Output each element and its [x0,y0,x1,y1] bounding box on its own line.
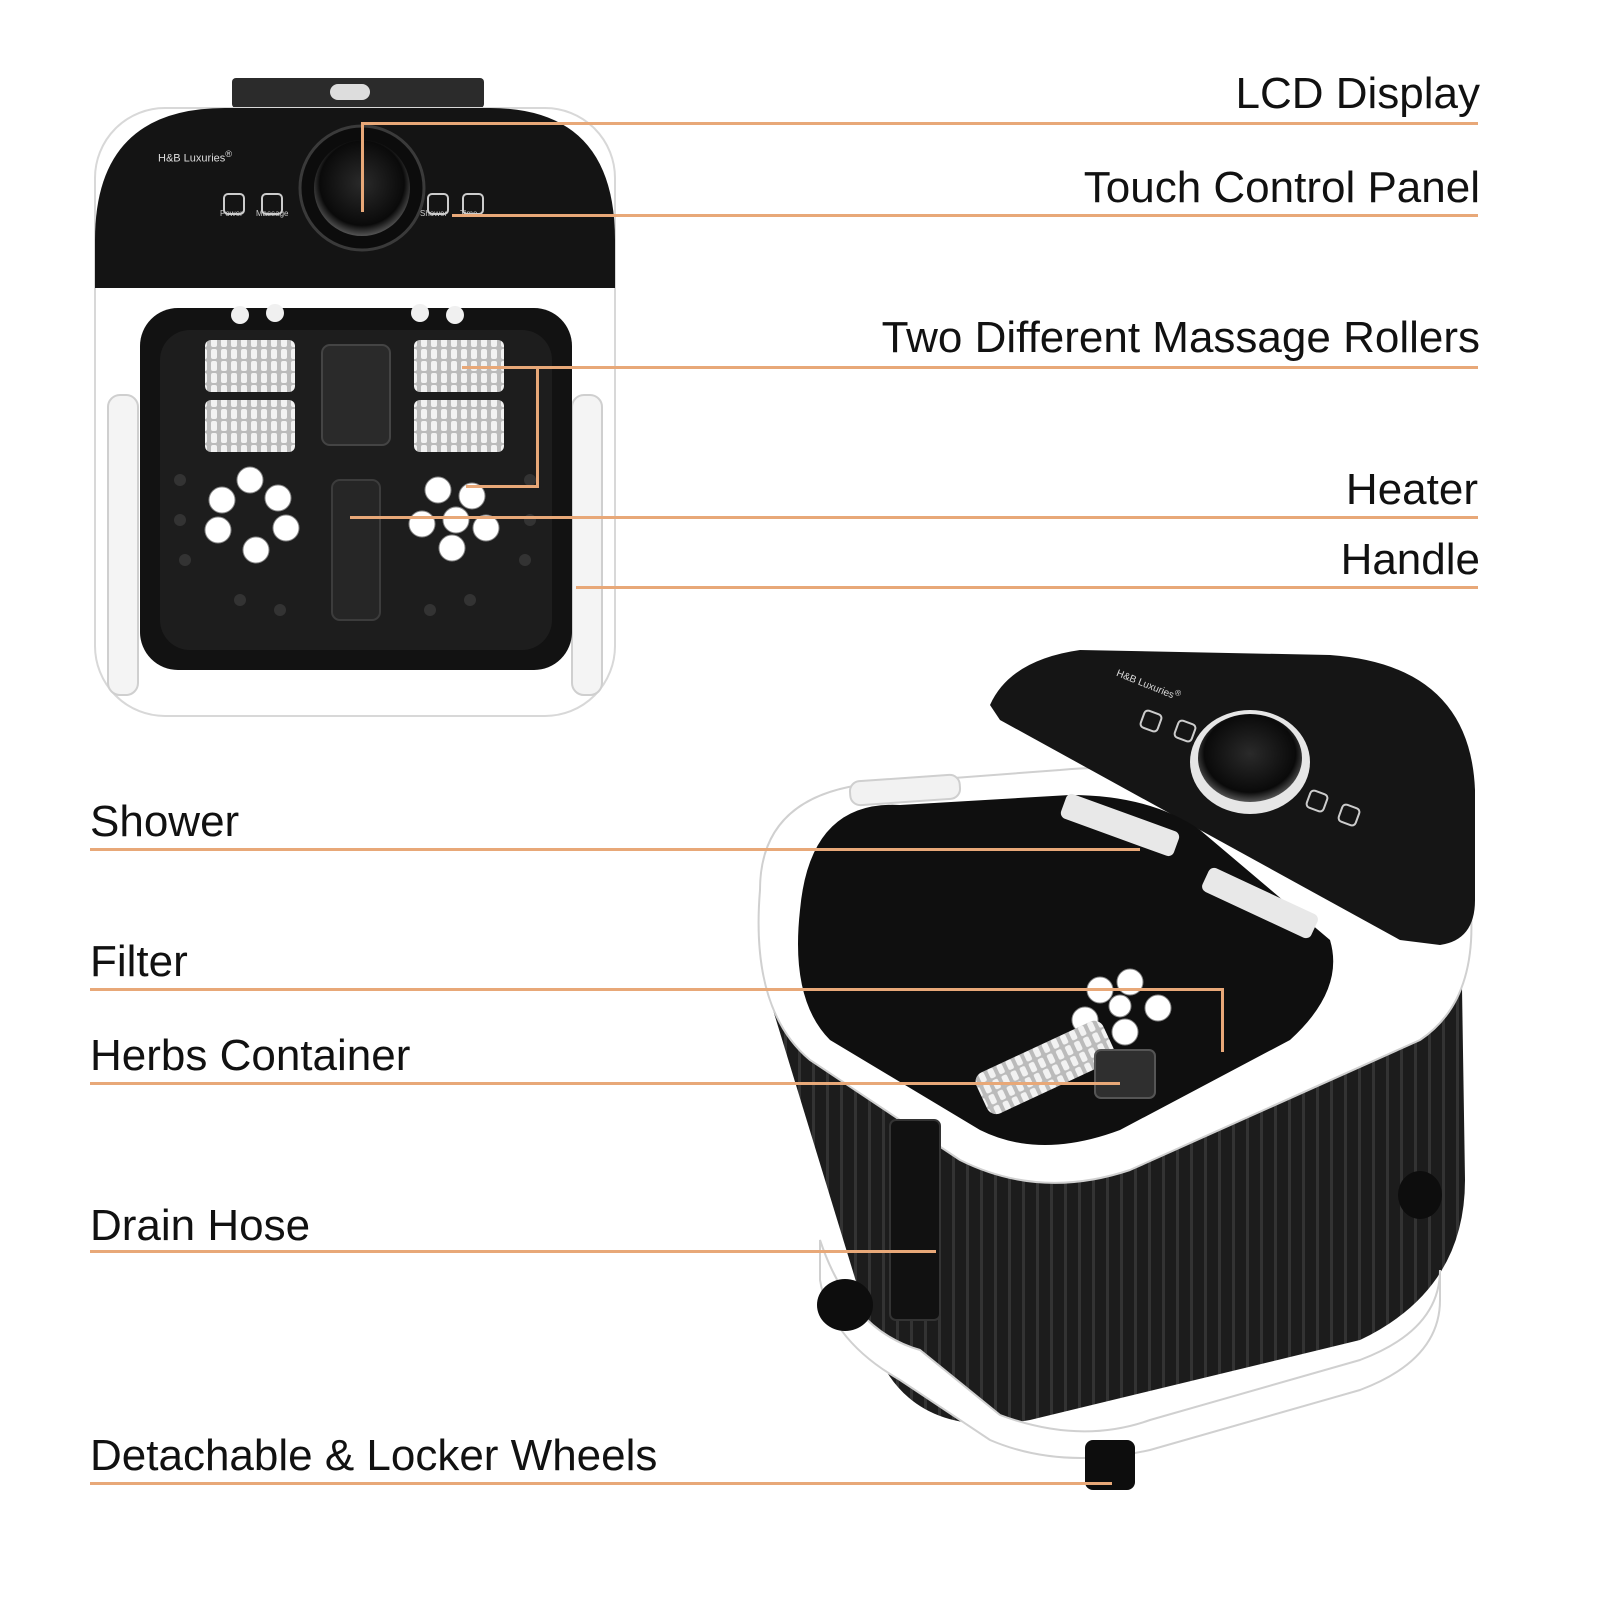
callout-handle: Handle [1340,535,1480,584]
callout-lcd-display: LCD Display [1235,69,1480,118]
leader-lcd-display-drop [361,122,364,212]
leader-massage-rollers-hook [466,485,539,488]
leader-massage-rollers-drop [536,366,539,486]
time-button-label: Time [460,210,477,218]
callout-drain-hose: Drain Hose [90,1201,311,1250]
brand-text-top: H&B Luxuries® [158,149,233,165]
leader-lcd-display [362,122,1478,125]
callout-touch-control-panel: Touch Control Panel [1083,163,1480,212]
top-massage-balls [204,466,500,564]
leader-touch-control-panel [452,214,1478,217]
callout-shower: Shower [90,797,240,846]
leader-herbs-container [90,1082,1120,1085]
callout-filter: Filter [90,937,188,986]
angled-basin [798,795,1334,1145]
leader-heater [350,516,1478,519]
callout-herbs-container: Herbs Container [90,1031,411,1080]
massage-button-label: Massage [256,209,289,218]
power-button-label: Power [220,209,243,218]
shower-button-label: Shower [420,209,448,218]
leader-filter-drop [1221,988,1224,1052]
leader-handle [576,586,1478,589]
callout-massage-rollers: Two Different Massage Rollers [881,313,1480,362]
callout-wheels: Detachable & Locker Wheels [90,1431,658,1480]
top-massage-rollers [205,340,504,452]
wheels [817,1171,1442,1490]
angled-view-foot-spa [757,650,1475,1490]
leader-shower [90,848,1140,851]
callout-heater: Heater [1345,465,1478,514]
leader-massage-rollers [462,366,1478,369]
leader-drain-hose [90,1250,936,1253]
leader-filter [90,988,1224,991]
leader-wheels [90,1482,1112,1485]
